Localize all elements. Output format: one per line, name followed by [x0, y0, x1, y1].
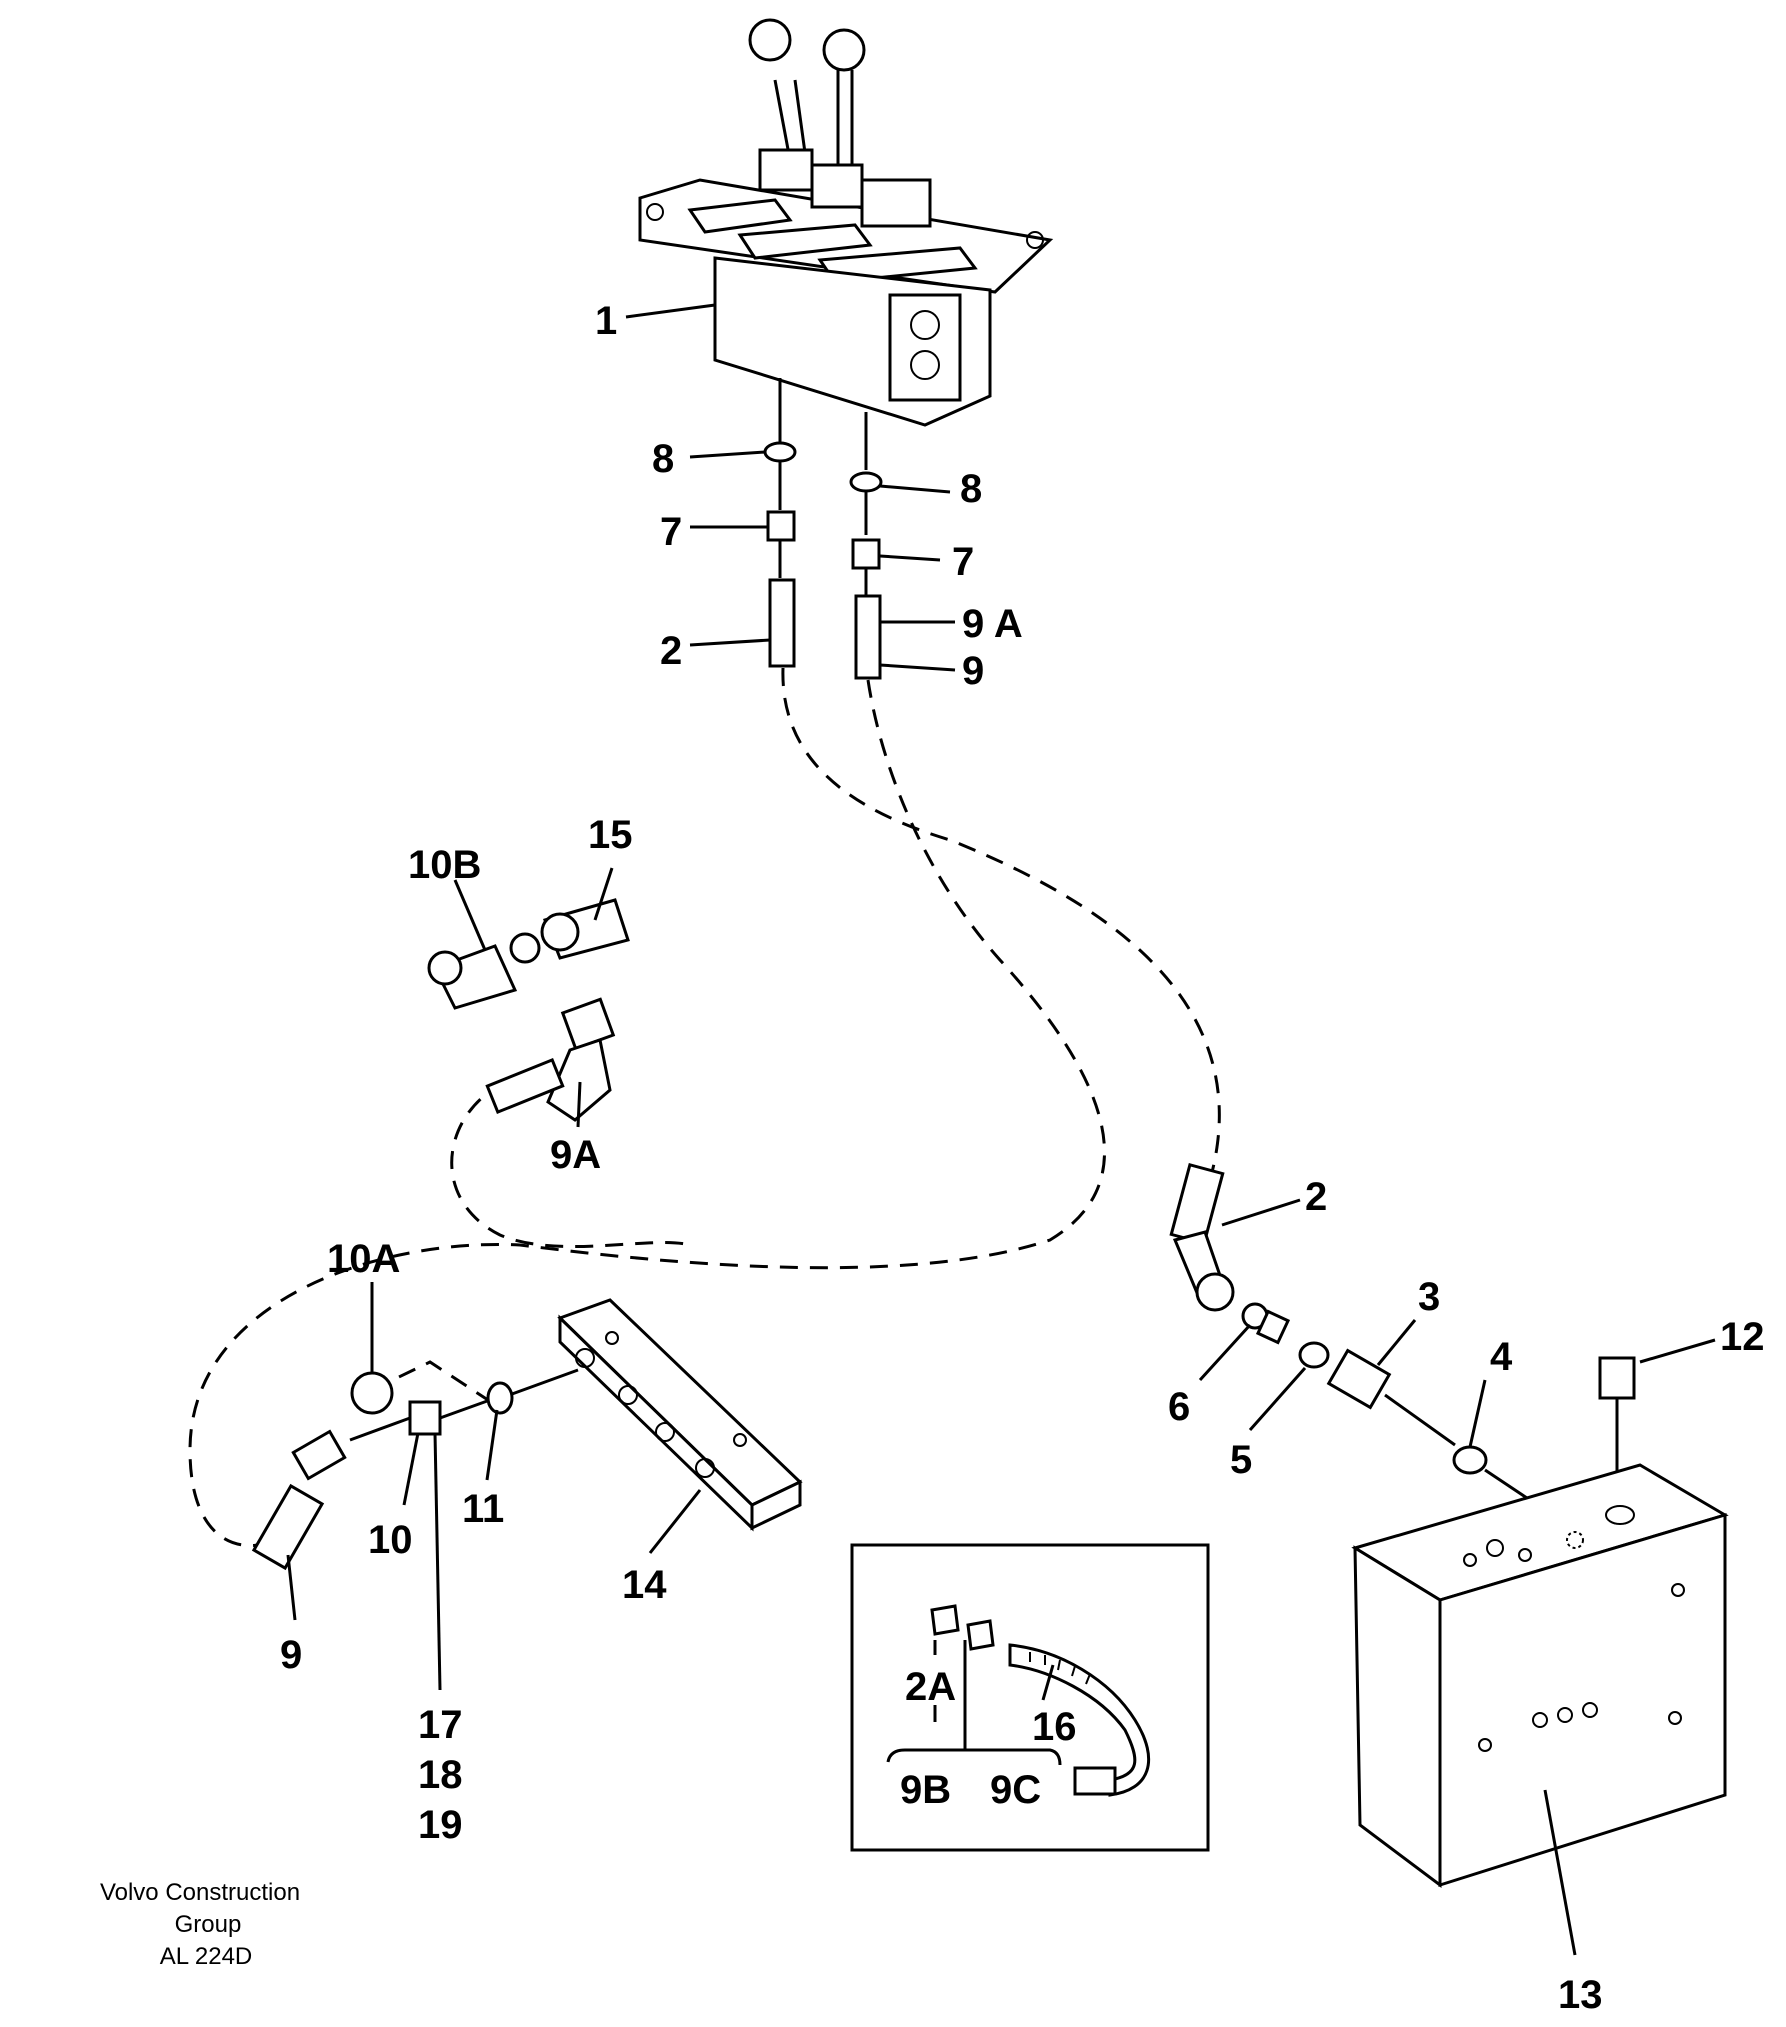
footer-credit: Volvo Construction Group AL 224D [100, 1879, 300, 1970]
label-part-1: 1 [595, 299, 617, 343]
hose-routes [188, 667, 1221, 1547]
label-part-11: 11 [462, 1487, 504, 1531]
footer-line-2: Group [175, 1911, 242, 1938]
label-part-4: 4 [1490, 1335, 1513, 1379]
fitting-group-lower-left [251, 1298, 803, 1571]
label-part-18: 18 [418, 1753, 463, 1797]
label-part-7-left: 7 [660, 510, 682, 554]
label-part-2-right: 2 [1305, 1175, 1327, 1219]
label-part-2A: 2A [905, 1665, 956, 1709]
label-part-9-upper: 9 [962, 649, 984, 693]
label-part-9A-upper: 9 A [962, 602, 1023, 646]
label-part-17: 17 [418, 1703, 463, 1747]
label-part-5: 5 [1230, 1438, 1252, 1482]
label-part-9B: 9B [900, 1768, 951, 1812]
label-part-8-right: 8 [960, 467, 982, 511]
footer-line-1: Volvo Construction [100, 1879, 300, 1906]
label-part-8-left: 8 [652, 437, 674, 481]
label-part-9-lower: 9 [280, 1633, 302, 1677]
label-part-13: 13 [1558, 1973, 1603, 2017]
label-part-19: 19 [418, 1803, 463, 1847]
fittings-upper [763, 441, 883, 680]
inset-detail [850, 1543, 1210, 1852]
fitting-group-right [1169, 1162, 1729, 1888]
label-part-16: 16 [1032, 1705, 1077, 1749]
label-part-6: 6 [1168, 1385, 1190, 1429]
control-valve-drawing [638, 18, 1054, 470]
label-part-9C: 9C [990, 1768, 1041, 1812]
label-part-15: 15 [588, 813, 633, 857]
label-part-14: 14 [622, 1563, 667, 1607]
label-part-12: 12 [1720, 1315, 1765, 1359]
label-part-9A-lower: 9A [550, 1133, 601, 1177]
footer-line-3: AL 224D [160, 1943, 253, 1970]
label-part-10B: 10B [408, 843, 481, 887]
label-part-10A: 10A [327, 1237, 400, 1281]
fitting-group-left [427, 898, 630, 1122]
label-part-10: 10 [368, 1518, 413, 1562]
label-part-3: 3 [1418, 1275, 1440, 1319]
part-labels: 1 8 8 7 7 2 9 A 9 15 10B 9A 2 3 4 12 6 5… [280, 299, 1765, 2017]
label-part-2-upper: 2 [660, 629, 682, 673]
label-part-7-right: 7 [952, 540, 974, 584]
leader-lines [286, 303, 1716, 1956]
